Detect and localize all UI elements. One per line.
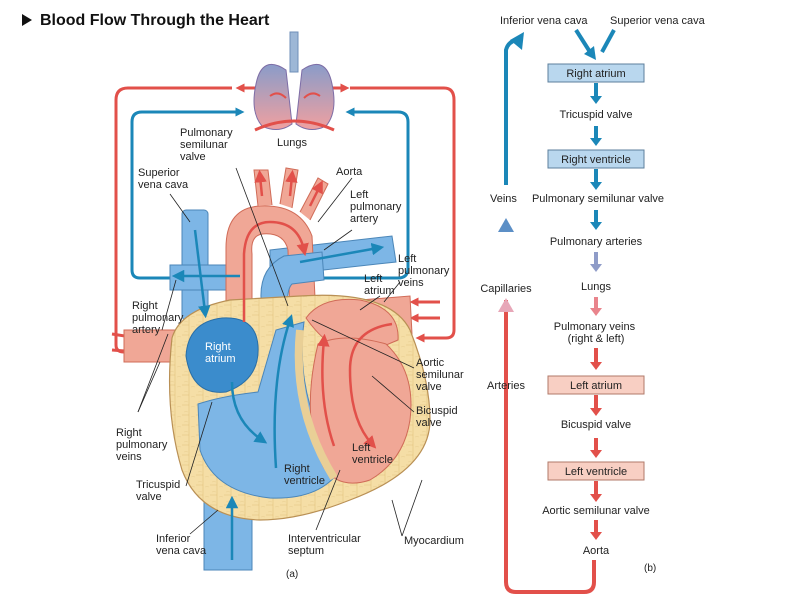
fc-veins: Veins: [490, 193, 517, 205]
pulmonary-loop-right-blue: [310, 107, 410, 280]
label-right-ventricle: Right ventricle: [284, 463, 325, 487]
label-right-pulmonary-artery: Right pulmonary artery: [132, 300, 186, 336]
veins-arrowhead: [510, 32, 524, 50]
panel-a-heart-illustration: Lungs Pulmonary semilunar valve Superior…: [111, 31, 467, 580]
label-bicuspid-valve: Bicuspid valve: [416, 405, 461, 429]
triangle-bullet-icon: [22, 14, 32, 26]
label-right-pulmonary-veins: Right pulmonary veins: [116, 427, 170, 463]
panel-a-labels: Lungs Pulmonary semilunar valve Superior…: [116, 127, 467, 580]
flow-arrow-ra-to-rv: [230, 381, 268, 444]
label-left-pulmonary-artery: Left pulmonary artery: [350, 189, 404, 225]
fc-left-atrium: Left atrium: [570, 380, 622, 392]
panel-b-flowchart: Inferior vena cava Superior vena cava Ri…: [480, 15, 706, 594]
fc-right-atrium: Right atrium: [566, 68, 625, 80]
label-tricuspid-valve: Tricuspid valve: [136, 479, 183, 503]
capillaries-up-arrowhead: [498, 218, 514, 232]
pulmonary-loop-left-blue: [130, 107, 245, 280]
label-left-pulmonary-veins: Left pulmonary veins: [398, 253, 452, 289]
flow-arrow-la-to-lv: [348, 322, 393, 449]
right-atrium-chamber: [185, 317, 259, 393]
fc-capillaries: Capillaries: [480, 283, 532, 295]
panel-b-caption: (b): [644, 563, 656, 574]
page-title-text: Blood Flow Through the Heart: [40, 12, 270, 29]
fc-bicuspid-valve: Bicuspid valve: [561, 419, 631, 431]
label-inferior-vena-cava: Inferior vena cava: [156, 533, 207, 557]
flow-arrow-lv-up: [317, 333, 336, 447]
label-aortic-semilunar-valve: Aortic semilunar valve: [416, 357, 467, 393]
label-interventricular-septum: Interventricular septum: [288, 533, 364, 557]
fc-superior-vena-cava: Superior vena cava: [610, 15, 706, 27]
box-right-atrium: [547, 63, 645, 83]
fc-pulmonary-semilunar-valve: Pulmonary semilunar valve: [532, 193, 664, 205]
systemic-loop-right-red: [350, 86, 456, 343]
fc-right-ventricle: Right ventricle: [561, 154, 631, 166]
label-left-atrium: Left atrium: [364, 273, 395, 297]
label-pulmonary-semilunar-valve: Pulmonary semilunar valve: [180, 127, 236, 163]
leader-lines: [137, 167, 423, 537]
fc-arteries: Arteries: [487, 380, 525, 392]
box-left-atrium: [547, 375, 645, 395]
systemic-return-loop: [504, 300, 596, 594]
interventricular-septum-wall: [294, 329, 338, 481]
fc-lungs: Lungs: [581, 281, 611, 293]
label-lungs: Lungs: [277, 137, 307, 149]
flow-arrow-svc: [193, 229, 211, 319]
flow-arrow-aorta-branch-1: [254, 169, 267, 197]
fc-aortic-semilunar-valve: Aortic semilunar valve: [542, 505, 650, 517]
label-left-ventricle: Left ventricle: [352, 442, 393, 466]
panel-a-caption: (a): [286, 569, 298, 580]
panel-b-labels: Inferior vena cava Superior vena cava Ri…: [480, 15, 705, 574]
flow-arrow-rv-up: [273, 314, 294, 469]
flow-arrow-aorta: [242, 220, 309, 322]
flow-arrow-aorta-branch-2: [285, 169, 298, 197]
label-myocardium: Myocardium: [404, 535, 464, 547]
fc-aorta: Aorta: [583, 545, 610, 557]
flow-arrow-pulm-artery: [299, 242, 385, 264]
flow-down-arrows: [590, 83, 602, 540]
veins-return-arrow: [504, 38, 517, 185]
fc-left-ventricle: Left ventricle: [565, 466, 627, 478]
ivc-arrow: [574, 28, 592, 54]
fc-inferior-vena-cava: Inferior vena cava: [500, 15, 588, 27]
fc-tricuspid-valve: Tricuspid valve: [560, 109, 633, 121]
label-right-atrium: Right atrium: [205, 341, 236, 365]
lungs-illustration: [253, 31, 335, 132]
arteries-up-arrowhead: [498, 298, 514, 312]
box-right-ventricle: [547, 149, 645, 169]
fc-pulmonary-veins: Pulmonary veins (right & left): [554, 321, 638, 345]
flow-arrow-aorta-branch-3: [308, 180, 323, 207]
fc-pulmonary-arteries: Pulmonary arteries: [550, 236, 643, 248]
page-title: Blood Flow Through the Heart: [22, 12, 269, 30]
label-aorta: Aorta: [336, 166, 363, 178]
label-superior-vena-cava: Superior vena cava: [138, 167, 189, 191]
box-left-ventricle: [547, 461, 645, 481]
svc-arrow: [600, 29, 616, 53]
ivc-arrowhead: [584, 46, 596, 60]
